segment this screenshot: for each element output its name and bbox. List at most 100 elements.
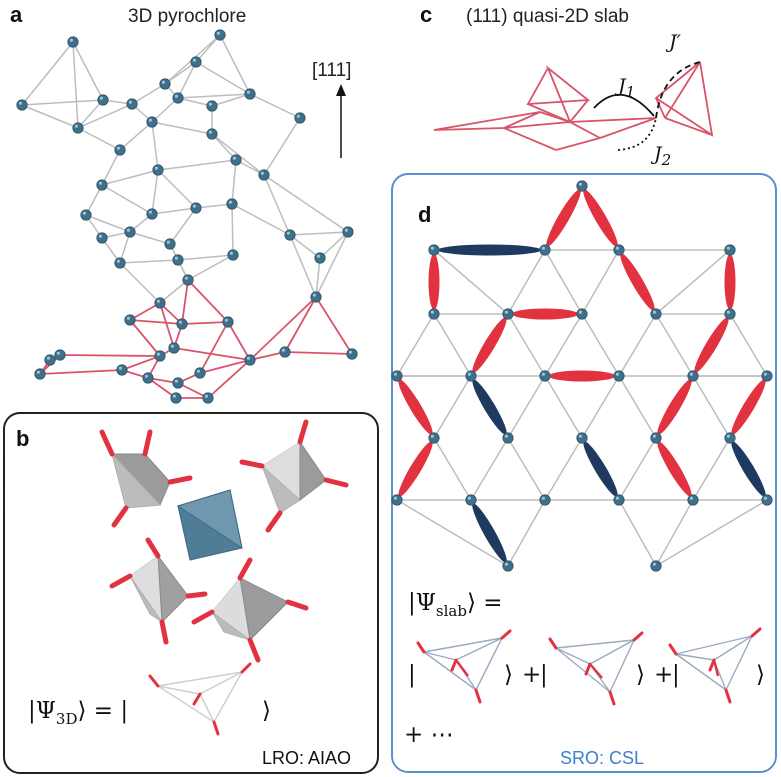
pyrochlore-bond — [219, 34, 251, 95]
mini-spin — [450, 658, 458, 672]
lattice-site — [16, 99, 28, 111]
lattice-site — [114, 144, 126, 156]
site-highlight — [204, 394, 208, 398]
kagome-bond — [581, 249, 620, 315]
site-highlight — [46, 356, 50, 360]
lattice-site — [159, 78, 171, 90]
kagome-bond — [433, 437, 472, 501]
mini-bond — [455, 637, 503, 661]
site-highlight — [393, 496, 397, 500]
pyrochlore-bond — [151, 169, 159, 215]
lattice-site — [724, 432, 736, 444]
series-continuation: + ⋯ — [404, 722, 454, 748]
panel-a: a 3D pyrochlore [111] — [10, 2, 358, 404]
pyrochlore-bond — [315, 257, 321, 298]
ket-open-2: | — [540, 662, 548, 688]
site-highlight — [344, 228, 348, 232]
mini-bond — [555, 639, 635, 649]
lattice-site — [650, 560, 662, 572]
spin-arrow — [142, 429, 153, 457]
site-highlight — [148, 210, 152, 214]
tetrahedron-upper-right — [261, 440, 327, 514]
mini-spin — [724, 688, 732, 704]
site-highlight — [726, 310, 730, 314]
pyrochlore-slab-bonds — [39, 279, 353, 399]
site-highlight — [504, 310, 508, 314]
slab-bond — [147, 377, 177, 399]
lattice-site — [244, 354, 256, 366]
lattice-site — [154, 297, 166, 309]
pyrochlore-bond — [289, 231, 349, 236]
kagome-bond — [544, 313, 583, 377]
valence-bond — [398, 379, 433, 435]
lattice-site — [576, 432, 588, 444]
valence-bond — [512, 308, 578, 320]
tetrahedron-center — [176, 489, 243, 561]
kagome-bond — [655, 499, 768, 567]
lattice-site — [761, 370, 773, 382]
pyrochlore-bond — [21, 41, 74, 106]
mini-spin — [608, 690, 616, 706]
mini-bond — [555, 647, 611, 693]
site-highlight — [246, 90, 250, 94]
pyrochlore-bond — [101, 169, 159, 186]
valence-bond — [428, 254, 440, 310]
site-highlight — [430, 310, 434, 314]
kagome-bond — [396, 499, 509, 567]
valence-bond — [398, 441, 433, 497]
lattice-site — [154, 350, 166, 362]
valence-bond — [731, 379, 766, 435]
mini-spin — [632, 631, 644, 642]
mini-bond — [609, 639, 635, 693]
lattice-site — [124, 314, 136, 326]
slab-bond — [59, 354, 161, 357]
site-highlight — [98, 181, 102, 185]
valence-bond — [583, 189, 618, 247]
lattice-site — [54, 349, 66, 361]
pyrochlore-bond — [101, 149, 121, 186]
site-highlight — [192, 204, 196, 208]
site-highlight — [69, 38, 73, 42]
pyrochlore-bond — [195, 34, 221, 63]
lattice-site — [194, 367, 206, 379]
pyrochlore-bond — [151, 97, 179, 123]
pyrochlore-bond — [231, 159, 237, 205]
direction-arrow — [336, 84, 346, 158]
lattice-site — [214, 29, 226, 41]
kagome-bond — [507, 375, 546, 439]
tetrahedron-lower-left — [129, 554, 189, 624]
pyrochlore-bond — [177, 254, 234, 261]
pyrochlore-bond — [72, 41, 104, 101]
site-highlight — [763, 372, 767, 376]
site-highlight — [430, 246, 434, 250]
site-highlight — [615, 246, 619, 250]
valence-bond — [546, 189, 581, 247]
lattice-site — [310, 291, 322, 303]
lattice-site — [168, 342, 180, 354]
lattice-site — [244, 88, 256, 100]
mini-spin — [584, 662, 592, 676]
direction-label: [111] — [312, 60, 351, 81]
site-highlight — [98, 234, 102, 238]
kagome-bond — [433, 313, 472, 377]
lattice-site — [96, 232, 108, 244]
spin-arrow — [247, 637, 261, 663]
slab-bond — [315, 296, 353, 355]
site-highlight — [178, 320, 182, 324]
lattice-site — [190, 202, 202, 214]
mini-configuration-1 — [416, 629, 512, 704]
mini-spin — [589, 663, 603, 679]
valence-bond — [731, 441, 766, 497]
site-highlight — [208, 102, 212, 106]
slab-bond — [284, 296, 317, 353]
j1-label: J1 — [614, 75, 635, 101]
lattice-site — [391, 494, 403, 506]
site-highlight — [316, 254, 320, 258]
site-highlight — [615, 496, 619, 500]
spin-arrow — [109, 573, 133, 589]
site-highlight — [184, 276, 188, 280]
panel-b: b — [3, 412, 379, 774]
ket-close-1: ⟩ — [504, 662, 513, 688]
kagome-bond — [433, 375, 472, 439]
